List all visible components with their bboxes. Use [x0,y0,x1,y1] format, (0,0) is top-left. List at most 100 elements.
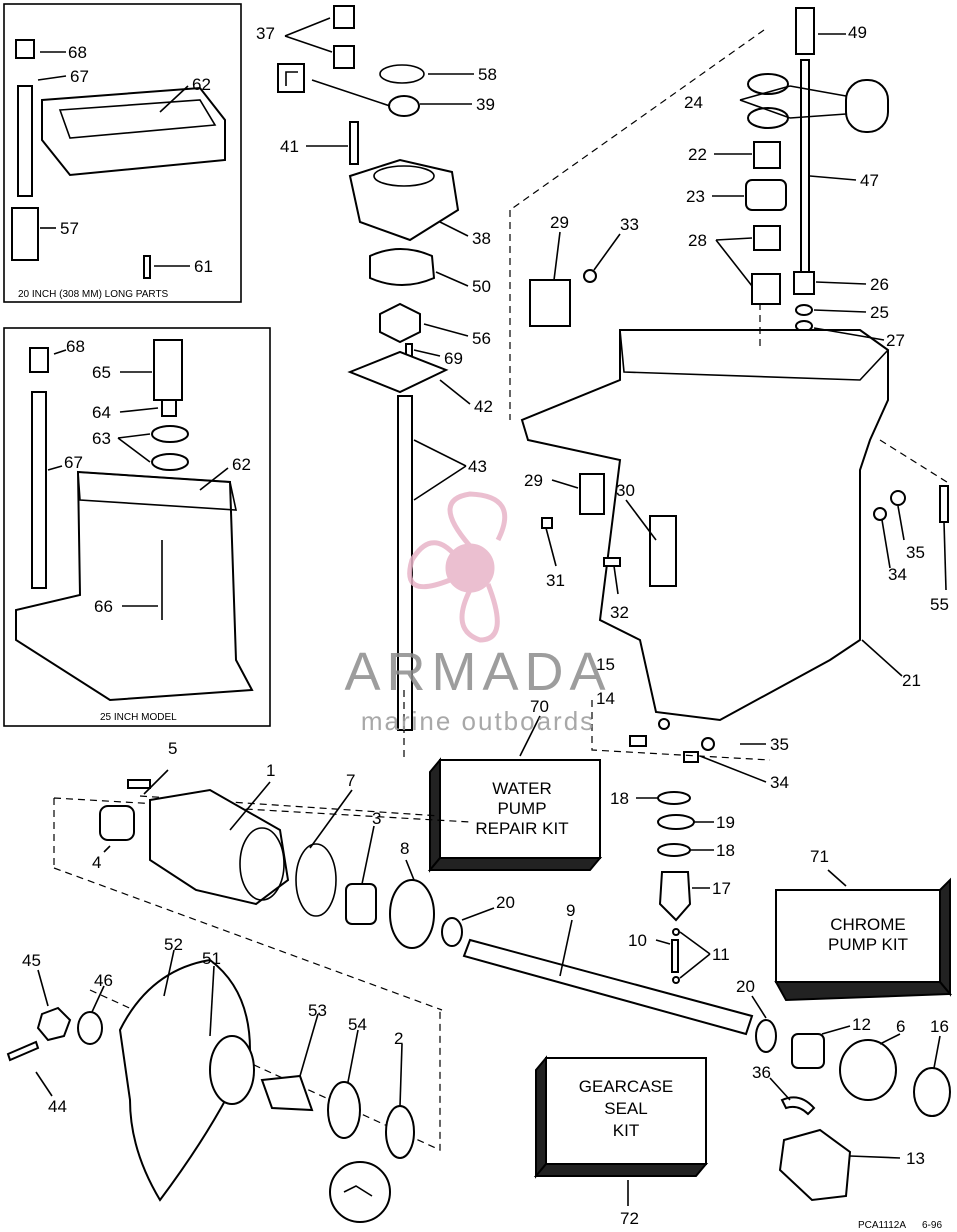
callout-39: 39 [476,95,495,114]
propeller-group: 45 46 52 51 53 54 2 44 [6,935,415,1223]
part-65-sleeve [153,339,183,401]
part-34-screw-a [873,507,887,521]
callout-5: 5 [168,739,177,758]
seal-kit-line-2: SEAL [604,1099,647,1118]
part-38-impeller-housing [348,158,460,242]
part-22-bearing [753,141,781,169]
callout-47: 47 [860,171,879,190]
callout-35-upper: 35 [906,543,925,562]
callout-53: 53 [308,1001,327,1020]
inset-bottom-label-63: 63 [92,429,111,448]
callout-29-upper: 29 [550,213,569,232]
callout-15: 15 [596,655,615,674]
callout-55: 55 [930,595,949,614]
seal-detail-symbol [277,63,305,93]
part-47-shift-rod [800,59,810,273]
callout-11: 11 [712,945,730,964]
chrome-kit-line-2: PUMP KIT [828,935,908,954]
callout-70: 70 [530,697,549,716]
inset-top-label-61: 61 [194,257,213,276]
callout-22: 22 [688,145,707,164]
part-28-bushing-a [753,225,781,251]
part-36-retainer [780,1096,816,1116]
inset-top-label-57: 57 [60,219,79,238]
part-20-thrust-washer-b [755,1019,777,1053]
part-11-ball-a [672,928,680,936]
propeller-logo [407,491,508,643]
part-41-screw [349,121,359,165]
part-55-screw [939,485,949,523]
inset-bottom-label-65: 65 [92,363,111,382]
callout-10: 10 [628,931,647,950]
gearcase-seal-kit: GEARCASE SEAL KIT 72 [533,1055,709,1228]
part-50-liner [369,248,436,286]
part-54-spacer [327,1081,361,1139]
inset-20-inch-long-parts: 68 67 62 57 61 20 INCH (308 MM) LONG PAR… [3,3,242,303]
inset-bottom-label-66: 66 [94,597,113,616]
inset-bottom-caption: 25 INCH MODEL [100,712,177,723]
callout-41: 41 [280,137,299,156]
part-24-bearing-a [747,73,789,95]
armada-watermark: ARMADA marine outboards [344,491,606,736]
callout-2: 2 [394,1029,403,1048]
callout-27: 27 [886,331,905,350]
part-10-spring [671,939,679,973]
watermark-tagline: marine outboards [361,706,595,736]
callout-20-left: 20 [496,893,515,912]
callout-20-right: 20 [736,977,755,996]
water-pump-kit-line-3: REPAIR KIT [475,819,568,838]
propeller-shaft-group: 5 1 7 3 4 8 20 9 18 19 18 17 10 11 20 12… [53,739,951,1202]
callout-6: 6 [896,1017,905,1036]
seal-kit-line-1: GEARCASE [579,1077,673,1096]
part-18-washer-a [657,791,691,805]
part-24-bearing-b [747,107,789,129]
callout-25: 25 [870,303,889,322]
callout-43: 43 [468,457,487,476]
part-12-clutch-dog [791,1033,825,1069]
callout-38: 38 [472,229,491,248]
callout-33: 33 [620,215,639,234]
part-42-plate [347,350,449,394]
part-31-screw [541,517,553,529]
part-68-nut-25 [29,347,49,373]
part-37-grommet-a [333,5,355,29]
part-8-forward-gear [389,879,435,949]
seal-detail-symbol-bottom [329,1161,391,1223]
part-9-propeller-shaft [462,938,754,1036]
diagram-code: PCA1112A [858,1220,906,1231]
part-5-screw [127,779,151,789]
callout-46: 46 [94,971,113,990]
part-62-exhaust-housing [41,86,226,177]
part-4-bushing [99,805,135,841]
part-63-washer-b [151,453,189,471]
callout-19: 19 [716,813,735,832]
callout-17: 17 [712,879,731,898]
callout-7: 7 [346,771,355,790]
part-30-water-screen [649,515,677,587]
part-16-bearing [913,1067,951,1117]
callout-36: 36 [752,1063,771,1082]
part-49-shift-rod-connector [795,7,815,55]
callout-54: 54 [348,1015,367,1034]
part-14-plug [629,735,647,747]
part-1-bearing-housing [149,788,290,906]
part-25-o-ring [795,304,813,316]
part-11-ball-b [672,976,680,984]
water-pump-kit-line-1: WATER [492,779,552,798]
part-35-gasket-b [701,737,715,751]
part-20-thrust-washer-a [441,917,463,947]
callout-8: 8 [400,839,409,858]
callout-51: 51 [202,949,221,968]
callout-37: 37 [256,24,275,43]
callout-69: 69 [444,349,463,368]
callout-34-lower: 34 [770,773,789,792]
part-37-grommet-b [333,45,355,69]
part-26-bushing [793,271,815,295]
callout-26: 26 [870,275,889,294]
water-pump-kit-line-2: PUMP [497,799,546,818]
part-29-anode-b [579,473,605,515]
part-51-prop-hub [209,1035,255,1105]
callout-3: 3 [372,809,381,828]
callout-28: 28 [688,231,707,250]
callout-16: 16 [930,1017,949,1036]
